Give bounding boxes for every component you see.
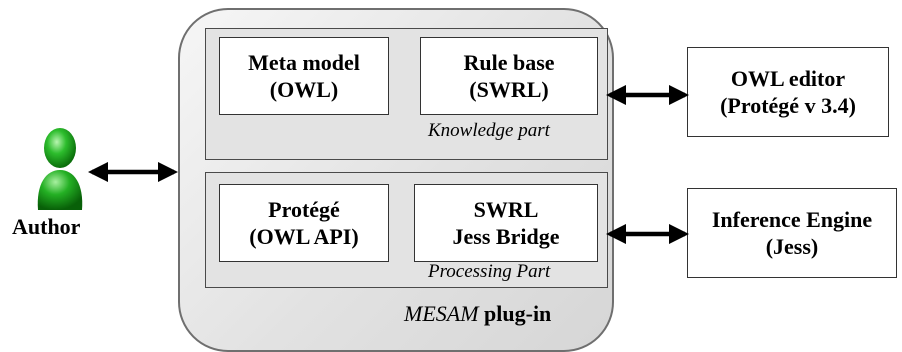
plugin-name-italic: MESAM bbox=[404, 301, 479, 326]
owl-editor-line1: OWL editor bbox=[730, 66, 846, 91]
protege-line2: (OWL API) bbox=[249, 224, 359, 249]
plugin-label: MESAM plug-in bbox=[404, 301, 551, 327]
inference-engine-line2: (Jess) bbox=[765, 234, 819, 259]
rule-base-line2: (SWRL) bbox=[469, 77, 549, 102]
swrl-jess-bridge-box: SWRL Jess Bridge bbox=[414, 184, 598, 262]
inference-engine-box: Inference Engine (Jess) bbox=[687, 188, 897, 278]
owl-editor-box: OWL editor (Protégé v 3.4) bbox=[687, 47, 889, 137]
owl-editor-line2: (Protégé v 3.4) bbox=[720, 93, 856, 118]
rule-base-line1: Rule base bbox=[463, 50, 555, 75]
swrl-bridge-line1: SWRL bbox=[473, 197, 539, 222]
meta-model-box: Meta model (OWL) bbox=[219, 37, 389, 115]
connectors bbox=[87, 84, 690, 245]
meta-model-line1: Meta model bbox=[248, 50, 360, 75]
plugin-name-rest: plug-in bbox=[478, 301, 552, 326]
swrl-bridge-line2: Jess Bridge bbox=[452, 224, 560, 249]
meta-model-line2: (OWL) bbox=[269, 77, 339, 102]
processing-part-caption: Processing Part bbox=[428, 261, 551, 282]
author-icon bbox=[37, 128, 83, 210]
author-label: Author bbox=[12, 214, 81, 239]
protege-line1: Protégé bbox=[268, 197, 340, 222]
rule-base-box: Rule base (SWRL) bbox=[420, 37, 598, 115]
protege-owl-api-box: Protégé (OWL API) bbox=[219, 184, 389, 262]
inference-engine-line1: Inference Engine bbox=[711, 207, 873, 232]
knowledge-part-caption: Knowledge part bbox=[428, 120, 550, 141]
